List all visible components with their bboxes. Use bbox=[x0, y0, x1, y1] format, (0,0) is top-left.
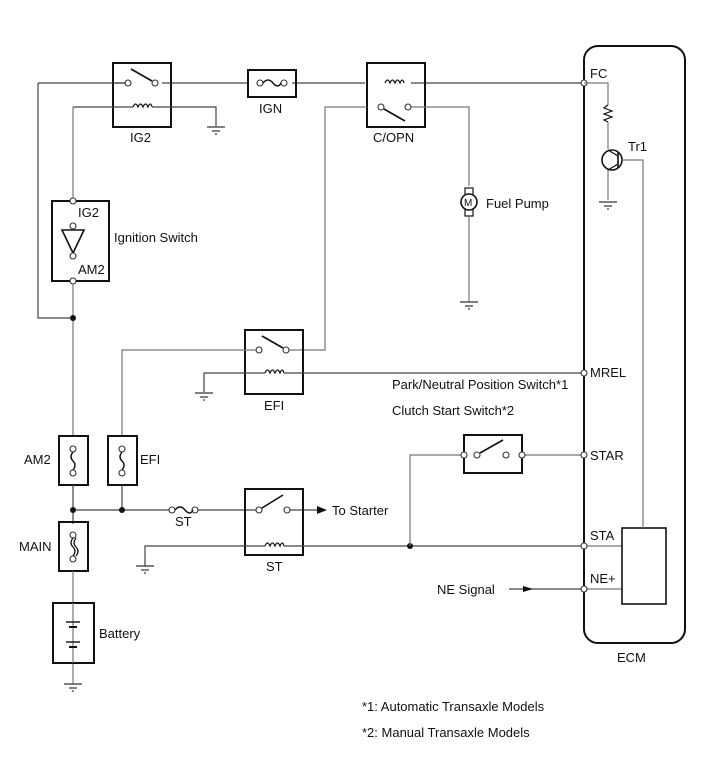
coil-icon bbox=[264, 369, 285, 375]
ignition-switch: IG2 AM2 Ignition Switch bbox=[51, 197, 198, 285]
arrow-icon bbox=[523, 586, 533, 592]
ground-icon bbox=[136, 565, 154, 574]
wire-left-loop bbox=[37, 83, 73, 319]
svg-text:C/OPN: C/OPN bbox=[373, 130, 414, 145]
svg-text:STA: STA bbox=[590, 528, 615, 543]
note-1: *1: Automatic Transaxle Models bbox=[362, 699, 545, 714]
relay-st: ST bbox=[244, 488, 304, 574]
ground-icon bbox=[64, 683, 82, 692]
fuse-am2: AM2 bbox=[24, 435, 89, 486]
relay-ig2: IG2 bbox=[73, 62, 225, 145]
wire-copn-to-efi bbox=[289, 106, 367, 351]
svg-text:IG2: IG2 bbox=[130, 130, 151, 145]
note-2: *2: Manual Transaxle Models bbox=[362, 725, 530, 740]
svg-text:ST: ST bbox=[266, 559, 283, 574]
relay-copn: C/OPN bbox=[366, 62, 426, 145]
svg-text:MAIN: MAIN bbox=[19, 539, 52, 554]
svg-text:To Starter: To Starter bbox=[332, 503, 389, 518]
coil-icon bbox=[264, 542, 285, 548]
svg-text:Ignition Switch: Ignition Switch bbox=[114, 230, 198, 245]
wire-copn-to-pump bbox=[411, 106, 470, 186]
ecm-box bbox=[583, 45, 686, 644]
svg-text:Fuel Pump: Fuel Pump bbox=[486, 196, 549, 211]
pnp-switch-label: Park/Neutral Position Switch*1 bbox=[392, 377, 568, 392]
resistor-icon bbox=[602, 104, 614, 123]
svg-text:AM2: AM2 bbox=[24, 452, 51, 467]
svg-text:NE+: NE+ bbox=[590, 571, 616, 586]
arrow-icon bbox=[317, 506, 327, 514]
battery: Battery bbox=[52, 602, 141, 692]
pnp-clutch-switch bbox=[460, 434, 526, 474]
wire-efi-switch bbox=[121, 349, 256, 436]
svg-text:STAR: STAR bbox=[590, 448, 624, 463]
wire-junction-bus bbox=[72, 485, 317, 524]
svg-text:EFI: EFI bbox=[264, 398, 284, 413]
svg-text:Battery: Battery bbox=[99, 626, 141, 641]
fuse-main: MAIN bbox=[19, 521, 89, 572]
svg-text:MREL: MREL bbox=[590, 365, 626, 380]
fuel-pump: M Fuel Pump bbox=[460, 187, 549, 310]
transistor-tr1: Tr1 bbox=[584, 82, 647, 528]
svg-text:M: M bbox=[464, 198, 472, 209]
svg-text:EFI: EFI bbox=[140, 452, 160, 467]
svg-text:IGN: IGN bbox=[259, 101, 282, 116]
coil-icon bbox=[132, 103, 153, 109]
wire-efi-coil bbox=[203, 372, 584, 392]
ground-icon bbox=[195, 392, 213, 401]
clutch-switch-label: Clutch Start Switch*2 bbox=[392, 403, 514, 418]
ecm-terminals: FC MREL STAR STA NE+ bbox=[580, 66, 626, 593]
svg-text:FC: FC bbox=[590, 66, 607, 81]
relay-efi: EFI bbox=[244, 329, 304, 413]
svg-text:Tr1: Tr1 bbox=[628, 139, 647, 154]
svg-text:AM2: AM2 bbox=[78, 262, 105, 277]
svg-text:ST: ST bbox=[175, 514, 192, 529]
fuse-efi: EFI bbox=[107, 435, 160, 486]
svg-text:IG2: IG2 bbox=[78, 205, 99, 220]
fuse-st: ST bbox=[168, 506, 199, 529]
wire-star bbox=[409, 454, 584, 546]
coil-icon bbox=[384, 79, 405, 85]
wire-st-coil bbox=[144, 545, 584, 566]
fuse-ign: IGN bbox=[247, 69, 297, 116]
ground-icon bbox=[460, 301, 478, 310]
ground-icon bbox=[207, 126, 225, 135]
ground-icon bbox=[599, 201, 617, 210]
ecm-logic-block bbox=[621, 527, 667, 605]
ecm-label: ECM bbox=[617, 650, 646, 665]
ne-signal-label: NE Signal bbox=[437, 582, 495, 597]
